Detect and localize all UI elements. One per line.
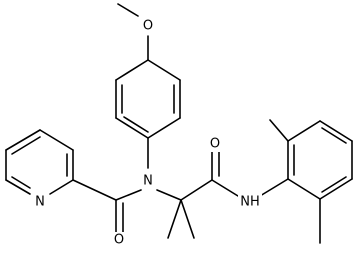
- bond: [319, 120, 353, 142]
- pyridine-nitrogen: N: [32, 194, 48, 210]
- bond: [259, 178, 289, 197]
- methoxy-oxygen-label: O: [143, 19, 153, 34]
- bond: [5, 129, 41, 151]
- bond: [180, 179, 213, 201]
- bond: [11, 176, 31, 189]
- bond: [115, 117, 149, 139]
- bond: [115, 59, 149, 81]
- amide-nitrogen: N: [140, 173, 156, 189]
- amide-oxygen-label: O: [114, 233, 124, 248]
- bond: [117, 3, 139, 17]
- bond: [147, 59, 181, 81]
- amide-nitrogen-label: N: [143, 174, 153, 189]
- methoxy-oxygen: O: [140, 18, 156, 34]
- pyridine-nitrogen-label: N: [35, 195, 45, 210]
- bond: [49, 179, 74, 195]
- second-amide-oxygen: O: [207, 136, 223, 152]
- bond: [269, 119, 289, 142]
- bond: [211, 179, 239, 197]
- bond: [321, 127, 347, 144]
- bond: [167, 199, 182, 239]
- bond: [115, 189, 142, 201]
- bond: [287, 178, 321, 200]
- bond: [11, 136, 41, 155]
- bonds: [5, 3, 353, 244]
- bond: [147, 117, 181, 139]
- anilide-nh-label: NH: [240, 195, 260, 210]
- atom-labels: O N N O O NH: [32, 18, 262, 248]
- anilide-nh: NH: [238, 194, 262, 210]
- bond: [319, 178, 353, 200]
- second-amide-oxygen-label: O: [210, 137, 220, 152]
- bond: [287, 120, 321, 142]
- bond: [321, 176, 347, 193]
- bond: [39, 129, 74, 151]
- bond: [180, 199, 195, 239]
- bond: [5, 179, 31, 195]
- bond: [123, 116, 149, 133]
- bond: [156, 189, 182, 201]
- amide-oxygen: O: [111, 232, 127, 248]
- bond: [72, 179, 117, 201]
